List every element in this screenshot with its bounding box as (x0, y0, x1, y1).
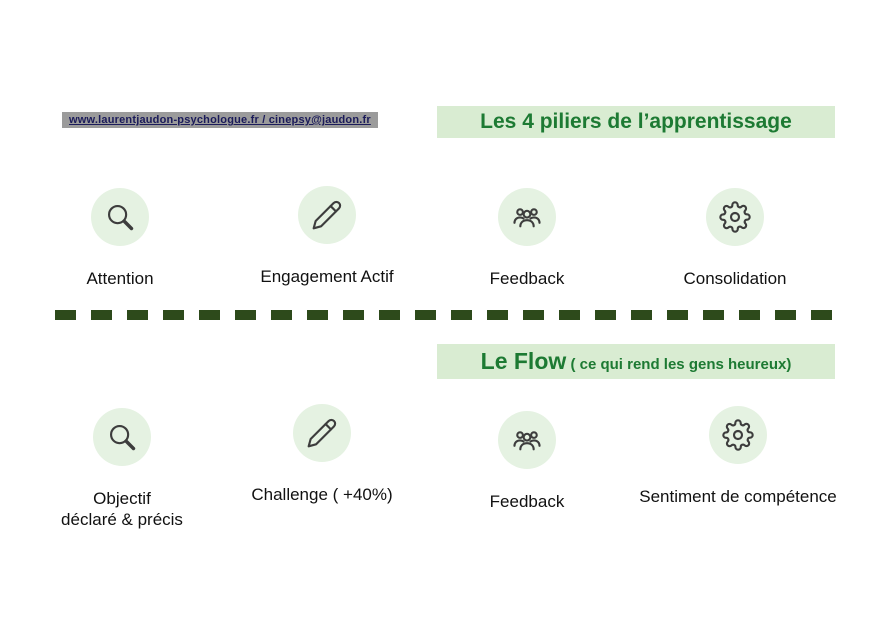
pillar-item-attention: Attention (10, 188, 230, 289)
icon-circle (93, 408, 151, 466)
icon-circle (709, 406, 767, 464)
flow-title-main: Le Flow (480, 348, 567, 374)
icon-circle (298, 186, 356, 244)
pillar-label: Consolidation (683, 269, 787, 288)
dashed-divider (55, 310, 845, 320)
people-group-icon (511, 424, 543, 456)
pencil-icon (306, 417, 338, 449)
flow-label: Challenge ( +40%) (251, 485, 393, 504)
gear-icon (722, 419, 754, 451)
pillar-label: Attention (86, 269, 154, 288)
pillar-item-engagement: Engagement Actif (217, 186, 437, 287)
pencil-icon (311, 199, 343, 231)
icon-circle (91, 188, 149, 246)
section-title-flow: Le Flow ( ce qui rend les gens heureux) (437, 344, 835, 379)
icon-circle (706, 188, 764, 246)
flow-label: Objectif déclaré & précis (61, 489, 183, 530)
website-email-link[interactable]: www.laurentjaudon-psychologue.fr / cinep… (62, 112, 378, 128)
flow-label: Sentiment de compétence (639, 487, 837, 506)
flow-item-challenge: Challenge ( +40%) (212, 404, 432, 505)
pillar-item-feedback: Feedback (417, 188, 637, 289)
flow-item-feedback: Feedback (417, 411, 637, 512)
icon-circle (498, 188, 556, 246)
pillar-item-consolidation: Consolidation (625, 188, 845, 289)
flow-item-competence: Sentiment de compétence (628, 406, 848, 507)
icon-circle (498, 411, 556, 469)
people-group-icon (511, 201, 543, 233)
gear-icon (719, 201, 751, 233)
flow-item-objectif: Objectif déclaré & précis (12, 408, 232, 531)
section-title-pillars: Les 4 piliers de l’apprentissage (437, 106, 835, 138)
flow-title-sub: ( ce qui rend les gens heureux) (566, 356, 792, 373)
magnifier-icon (106, 421, 138, 453)
icon-circle (293, 404, 351, 462)
pillar-label: Feedback (489, 269, 565, 288)
pillar-label: Engagement Actif (260, 267, 394, 286)
magnifier-icon (104, 201, 136, 233)
flow-label: Feedback (489, 492, 565, 511)
